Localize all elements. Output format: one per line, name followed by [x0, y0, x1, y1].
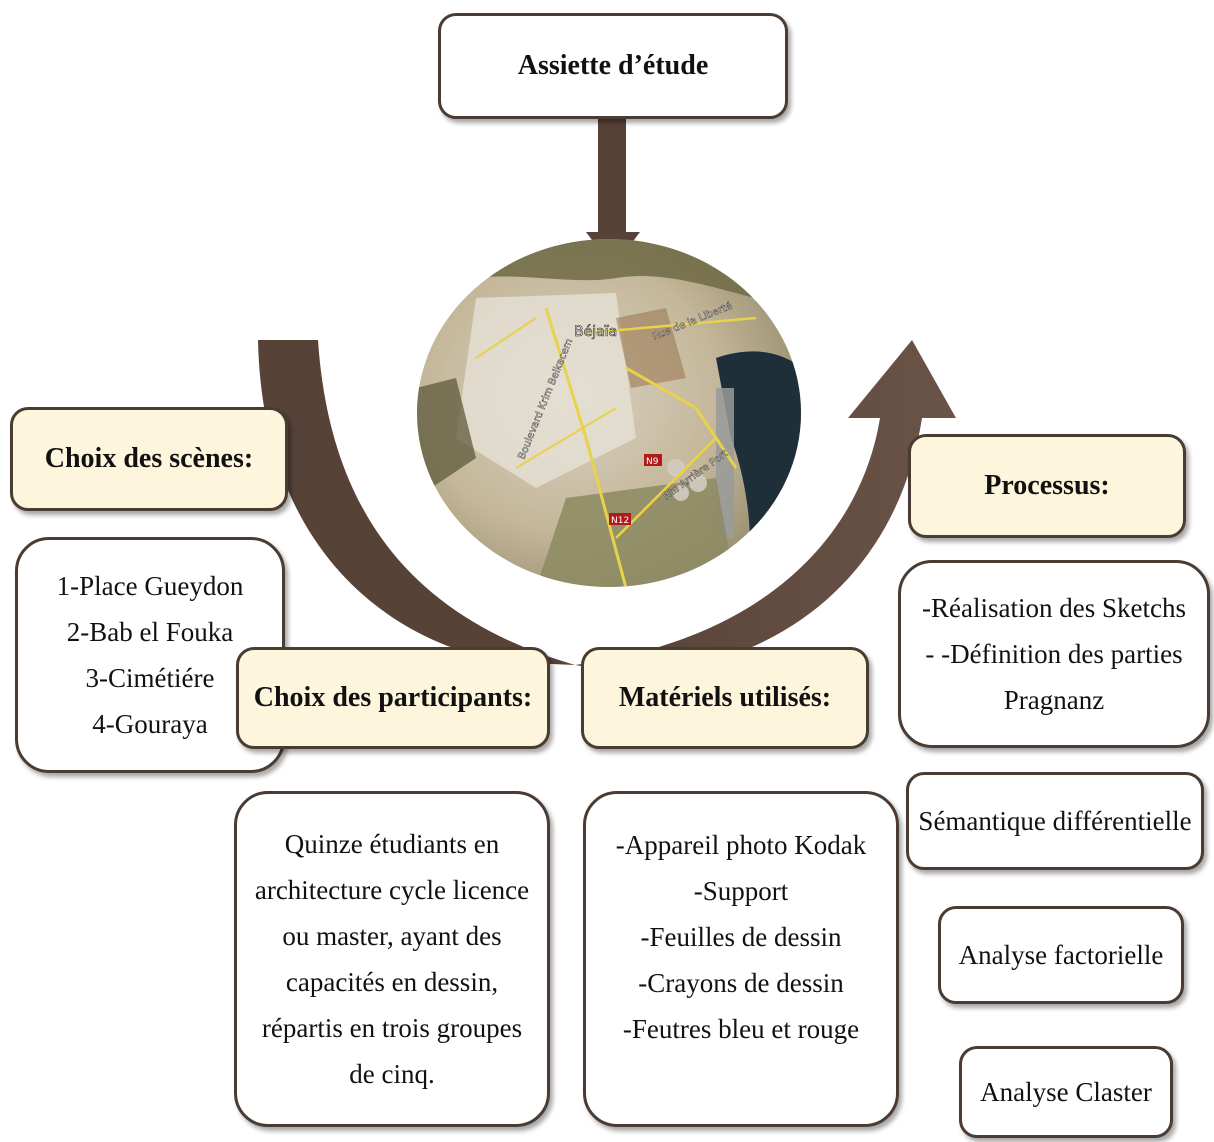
- process-line: Pragnanz: [1003, 685, 1105, 715]
- process-header: Processus:: [984, 470, 1110, 501]
- process-header-box: Processus:: [908, 434, 1186, 538]
- scene-item: 4-Gouraya: [92, 709, 208, 739]
- left-curve-arrow: [258, 340, 575, 665]
- process-step-box: Analyse factorielle: [938, 906, 1184, 1004]
- materials-line: -Support: [693, 876, 789, 906]
- n9-shield: [644, 454, 662, 466]
- aerial-map-image: Béjaïa Rue de la Liberté Boulevard Krim …: [417, 239, 801, 587]
- participants-header-box: Choix des participants:: [236, 647, 550, 749]
- scene-item: 2-Bab el Fouka: [66, 617, 234, 647]
- down-arrow-shaft: [598, 118, 626, 236]
- process-step-box: Sémantique différentielle: [906, 772, 1204, 870]
- n12-shield: [609, 513, 631, 525]
- title-text: Assiette d’étude: [517, 50, 709, 81]
- scene-item: 3-Cimétiére: [85, 663, 215, 693]
- materials-line: -Feutres bleu et rouge: [622, 1014, 860, 1044]
- materials-line: -Feuilles de dessin: [640, 922, 842, 952]
- process-line: -Réalisation des Sketchs: [922, 593, 1186, 623]
- participants-header: Choix des participants:: [253, 682, 533, 713]
- participants-line: capacités en dessin,: [285, 967, 499, 997]
- materials-line: -Appareil photo Kodak: [615, 830, 867, 860]
- right-curve-arrow: [575, 340, 956, 675]
- process-step: Analyse factorielle: [958, 940, 1164, 970]
- materials-header: Matériels utilisés:: [618, 682, 832, 713]
- process-step: Sémantique différentielle: [918, 806, 1192, 836]
- materials-body-box: -Appareil photo Kodak -Support -Feuilles…: [583, 791, 899, 1127]
- materials-header-box: Matériels utilisés:: [581, 647, 869, 749]
- participants-line: architecture cycle licence: [254, 875, 530, 905]
- participants-line: Quinze étudiants en: [284, 829, 500, 859]
- scenes-header-box: Choix des scènes:: [10, 407, 288, 511]
- materials-line: -Crayons de dessin: [638, 968, 844, 998]
- map-label-n9: N9: [646, 457, 659, 467]
- participants-line: de cinq.: [349, 1059, 435, 1089]
- scene-item: 1-Place Gueydon: [56, 571, 244, 601]
- participants-line: ou master, ayant des: [282, 921, 502, 951]
- process-body-box: -Réalisation des Sketchs - -Définition d…: [898, 560, 1210, 748]
- process-step-box: Analyse Claster: [959, 1046, 1173, 1138]
- map-label-city: Béjaïa: [574, 324, 617, 340]
- process-line: - -Définition des parties: [925, 639, 1183, 669]
- map-label-n12: N12: [611, 516, 629, 526]
- title-box: Assiette d’étude: [438, 13, 788, 119]
- scenes-header: Choix des scènes:: [44, 443, 254, 474]
- participants-body-box: Quinze étudiants en architecture cycle l…: [234, 791, 550, 1127]
- process-step: Analyse Claster: [980, 1077, 1152, 1107]
- participants-line: répartis en trois groupes: [261, 1013, 523, 1043]
